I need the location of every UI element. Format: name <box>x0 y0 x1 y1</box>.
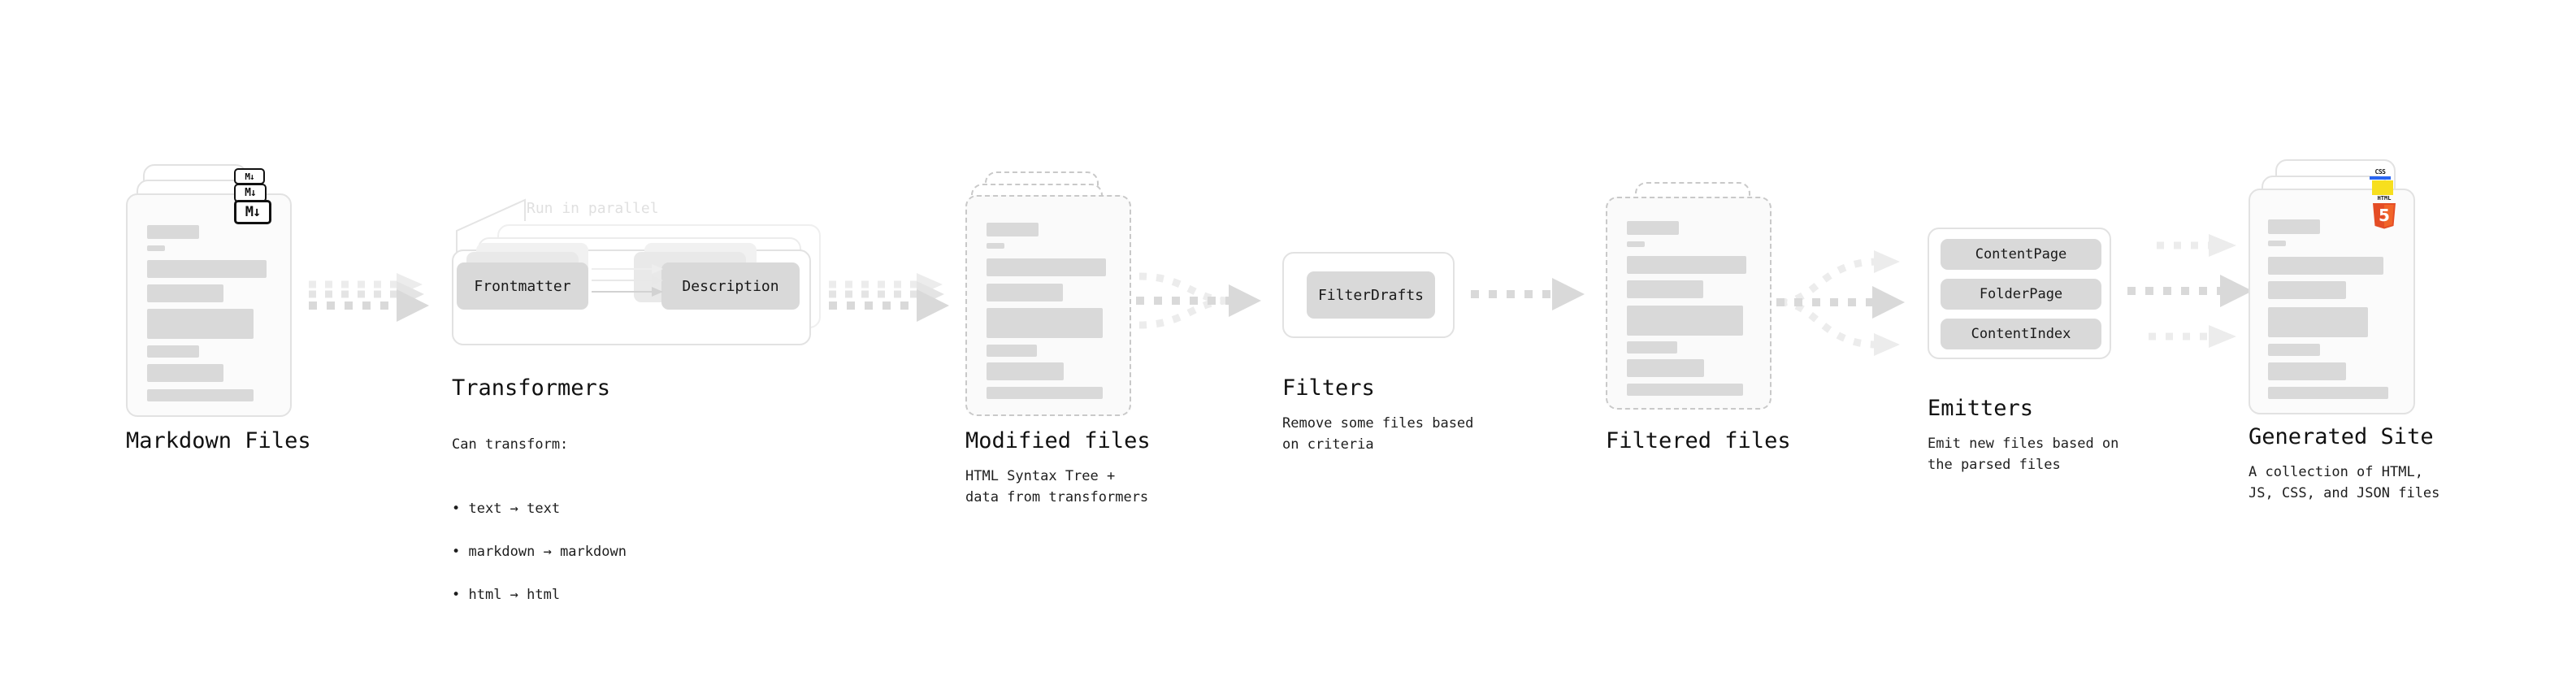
transformer-node-label: Frontmatter <box>474 277 571 295</box>
skeleton-line <box>987 345 1037 357</box>
skeleton-line <box>2268 241 2286 246</box>
markdown-icon-label: M↓ <box>245 171 254 182</box>
connector-emitters-to-site <box>2127 234 2253 348</box>
stage-subtitle-transformers: Can transform: text → text markdown → ma… <box>452 413 627 648</box>
skeleton-line <box>987 362 1064 380</box>
transformers-box-front: Frontmatter Description <box>452 243 811 345</box>
stage-subtitle-modified-files: HTML Syntax Tree + data from transformer… <box>965 468 1149 506</box>
transformer-node-description[interactable]: Description <box>661 262 800 310</box>
markdown-icon-label: M↓ <box>245 203 262 220</box>
skeleton-line <box>1627 221 1679 235</box>
skeleton-line <box>987 308 1103 338</box>
skeleton-line <box>2268 344 2320 356</box>
css3-icon-bar <box>2370 176 2391 180</box>
markdown-icon: M↓ <box>234 200 271 224</box>
skeleton-line <box>1627 359 1704 377</box>
emitter-node-label: FolderPage <box>1979 286 2063 302</box>
skeleton-line <box>987 258 1106 276</box>
filtered-card-front <box>1606 197 1772 410</box>
emitter-node-contentindex[interactable]: ContentIndex <box>1941 319 2101 349</box>
transformer-inner-arrows <box>592 264 663 297</box>
stage-title-transformers: Transformers <box>452 375 611 401</box>
run-in-parallel-bracket <box>456 198 526 267</box>
emitter-node-label: ContentPage <box>1975 246 2067 262</box>
transformer-node-label: Description <box>682 277 779 295</box>
emitter-node-label: ContentIndex <box>1971 326 2071 342</box>
skeleton-line <box>2268 387 2388 399</box>
css3-icon: CSS <box>2370 167 2391 180</box>
skeleton-line <box>2268 219 2320 234</box>
skeleton-line <box>1627 256 1746 274</box>
skeleton-line <box>1627 306 1743 336</box>
markdown-icon: M↓ <box>234 168 265 184</box>
transformers-subtitle-lead: Can transform: <box>452 436 569 453</box>
stage-title-generated-site: Generated Site <box>2249 424 2434 449</box>
css3-icon-label: CSS <box>2374 168 2386 176</box>
svg-text:5: 5 <box>2379 206 2390 225</box>
connector-modified-to-filters <box>1136 272 1261 329</box>
skeleton-line <box>147 225 199 239</box>
skeleton-line <box>1627 341 1677 354</box>
connector-filtered-to-emitters <box>1776 250 1905 356</box>
skeleton-line <box>2268 307 2368 337</box>
connector-transformers-to-modified <box>829 273 949 322</box>
stage-title-modified-files: Modified files <box>965 428 1151 453</box>
filters-group-box: FilterDrafts <box>1282 252 1455 338</box>
skeleton-line <box>147 364 223 382</box>
skeleton-line <box>147 284 223 302</box>
skeleton-line <box>147 260 267 278</box>
connector-markdown-to-transformers <box>309 273 429 322</box>
markdown-icon-label: M↓ <box>245 187 257 199</box>
markdown-card-front <box>126 193 292 417</box>
transformers-bullet-list: text → text markdown → markdown html → h… <box>452 477 627 627</box>
skeleton-line <box>2268 281 2346 299</box>
list-item: html → html <box>452 584 627 605</box>
stage-title-filtered-files: Filtered files <box>1606 428 1791 453</box>
emitters-group-box: ContentPage FolderPage ContentIndex <box>1928 228 2111 359</box>
list-item: markdown → markdown <box>452 541 626 562</box>
skeleton-line <box>2268 257 2383 275</box>
skeleton-line <box>147 345 199 358</box>
skeleton-line <box>2268 362 2346 380</box>
filter-node-label: FilterDrafts <box>1317 286 1425 304</box>
emitter-node-folderpage[interactable]: FolderPage <box>1941 279 2101 310</box>
stage-title-filters: Filters <box>1282 375 1375 401</box>
run-in-parallel-label: Run in parallel <box>527 200 659 217</box>
svg-text:HTML: HTML <box>2378 195 2392 202</box>
skeleton-line <box>1627 280 1703 298</box>
skeleton-line <box>987 223 1039 236</box>
modified-card-front <box>965 195 1131 416</box>
stage-subtitle-filters: Remove some files based on criteria <box>1282 415 1474 453</box>
javascript-icon <box>2372 180 2393 195</box>
filter-node-filterdrafts[interactable]: FilterDrafts <box>1307 271 1435 319</box>
skeleton-line <box>987 387 1103 399</box>
skeleton-line <box>147 245 165 251</box>
skeleton-line <box>987 243 1004 249</box>
stage-subtitle-generated-site: A collection of HTML, JS, CSS, and JSON … <box>2249 464 2440 502</box>
skeleton-line <box>147 389 254 401</box>
html5-icon: HTML 5 <box>2370 193 2399 229</box>
list-item: text → text <box>452 498 627 519</box>
transformer-node-frontmatter[interactable]: Frontmatter <box>457 262 588 310</box>
skeleton-line <box>1627 241 1645 247</box>
skeleton-line <box>987 284 1063 301</box>
stage-subtitle-emitters: Emit new files based on the parsed files <box>1928 436 2119 474</box>
stage-title-emitters: Emitters <box>1928 396 2034 421</box>
connector-filters-to-filtered <box>1471 278 1585 310</box>
skeleton-line <box>147 309 254 339</box>
emitter-node-contentpage[interactable]: ContentPage <box>1941 239 2101 270</box>
html5-icon-svg: HTML 5 <box>2373 195 2396 229</box>
skeleton-line <box>1627 384 1743 396</box>
stage-title-markdown-files: Markdown Files <box>126 428 311 453</box>
